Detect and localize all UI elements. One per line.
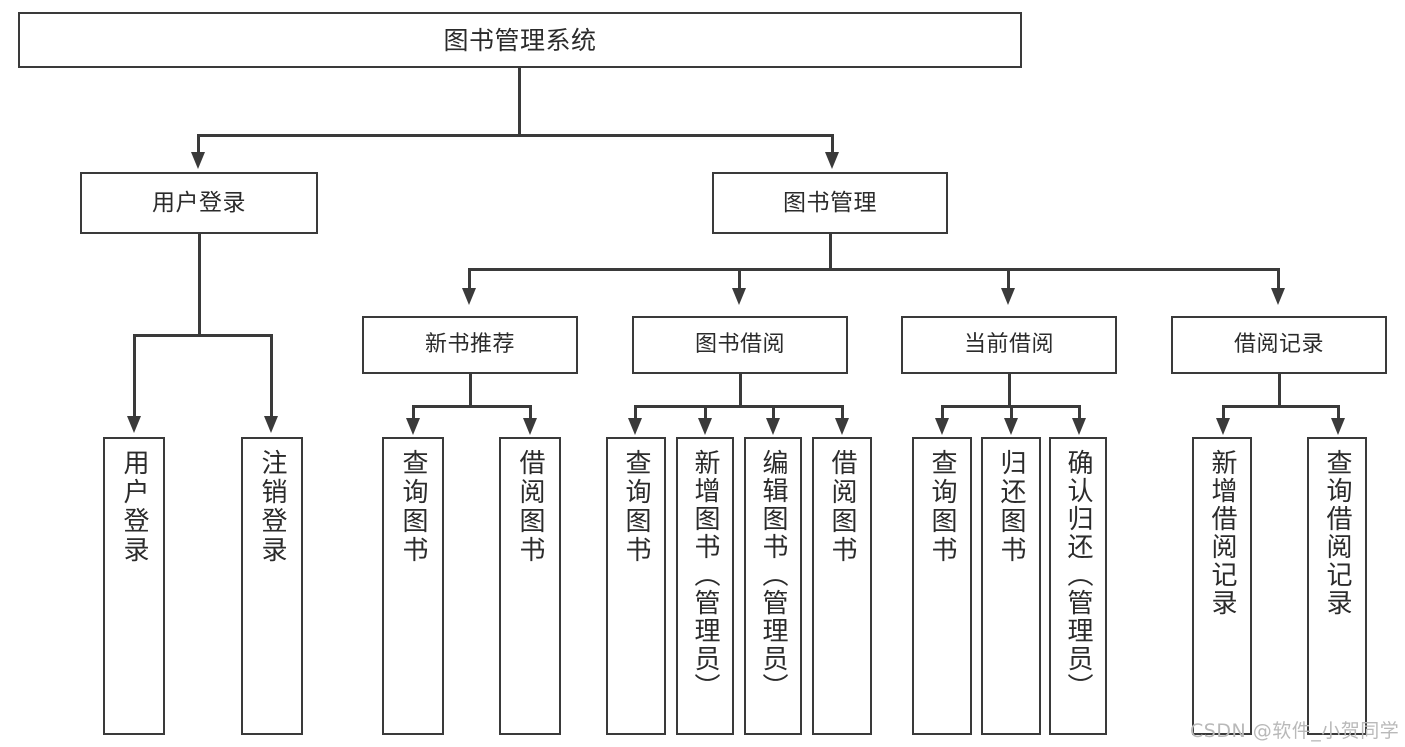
connector-cb-drop-2	[1010, 405, 1013, 419]
node-label: 查询图书	[621, 449, 651, 565]
arrow-to-leaf-return-book	[1004, 418, 1018, 435]
connector-bm-drop-4	[1277, 268, 1280, 290]
connector-cb-drop-3	[1078, 405, 1081, 419]
arrow-to-borrow-record	[1271, 288, 1285, 305]
arrow-to-new-book-recommend	[462, 288, 476, 305]
node-label: 图书借阅	[694, 332, 785, 358]
node-borrow-record[interactable]: 借阅记录	[1171, 316, 1387, 374]
node-label: 新增图书（管理员）	[690, 449, 720, 701]
node-label: 当前借阅	[963, 332, 1054, 358]
connector-book-management-bus	[468, 268, 1280, 271]
node-label: 用户登录	[152, 189, 246, 216]
arrow-to-book-management	[825, 152, 839, 169]
leaf-query-borrow-record[interactable]: 查询借阅记录	[1307, 437, 1367, 735]
arrow-to-leaf-user-login	[127, 416, 141, 433]
connector-user-login-stem	[198, 234, 201, 336]
connector-root-drop-1	[197, 134, 200, 154]
node-label: 借阅图书	[827, 449, 857, 565]
arrow-to-leaf-query-book-1	[406, 418, 420, 435]
node-label: 图书管理	[783, 189, 877, 216]
arrow-to-leaf-add-book	[698, 418, 712, 435]
connector-bm-drop-1	[468, 268, 471, 290]
node-label: 归还图书	[996, 449, 1026, 565]
arrow-to-book-borrow	[732, 288, 746, 305]
arrow-to-leaf-logout	[264, 416, 278, 433]
connector-br-bus	[1222, 405, 1340, 408]
arrow-to-leaf-borrow-book-2	[835, 418, 849, 435]
node-label: 编辑图书（管理员）	[758, 449, 788, 701]
arrow-to-current-borrow	[1001, 288, 1015, 305]
leaf-add-borrow-record[interactable]: 新增借阅记录	[1192, 437, 1252, 735]
connector-nbr-stem	[469, 374, 472, 408]
arrow-to-leaf-confirm-return	[1072, 418, 1086, 435]
leaf-edit-book-admin[interactable]: 编辑图书（管理员）	[744, 437, 802, 735]
leaf-return-book[interactable]: 归还图书	[981, 437, 1041, 735]
connector-user-login-drop-1	[133, 334, 136, 418]
arrow-to-leaf-query-borrow-record	[1331, 418, 1345, 435]
node-label: 图书管理系统	[443, 25, 597, 55]
connector-bb-stem	[739, 374, 742, 408]
node-new-book-recommend[interactable]: 新书推荐	[362, 316, 578, 374]
connector-bb-drop-1	[634, 405, 637, 419]
connector-root-drop-2	[831, 134, 834, 154]
node-label: 查询图书	[927, 449, 957, 565]
arrow-to-user-login	[191, 152, 205, 169]
connector-cb-drop-1	[941, 405, 944, 419]
leaf-query-book-3[interactable]: 查询图书	[912, 437, 972, 735]
node-book-management[interactable]: 图书管理	[712, 172, 948, 234]
connector-br-drop-1	[1222, 405, 1225, 419]
leaf-logout[interactable]: 注销登录	[241, 437, 303, 735]
connector-bb-bus	[634, 405, 844, 408]
node-label: 确认归还（管理员）	[1063, 449, 1093, 701]
connector-root-bus	[197, 134, 834, 137]
arrow-to-leaf-query-book-2	[628, 418, 642, 435]
node-user-login[interactable]: 用户登录	[80, 172, 318, 234]
node-root-book-management-system[interactable]: 图书管理系统	[18, 12, 1022, 68]
node-label: 新增借阅记录	[1207, 449, 1237, 617]
node-label: 借阅记录	[1233, 332, 1324, 358]
leaf-query-book-1[interactable]: 查询图书	[382, 437, 444, 735]
connector-nbr-drop-2	[529, 405, 532, 419]
leaf-query-book-2[interactable]: 查询图书	[606, 437, 666, 735]
arrow-to-leaf-add-borrow-record	[1216, 418, 1230, 435]
arrow-to-leaf-query-book-3	[935, 418, 949, 435]
node-label: 用户登录	[119, 449, 149, 565]
connector-br-drop-2	[1337, 405, 1340, 419]
connector-nbr-drop-1	[412, 405, 415, 419]
node-label: 查询借阅记录	[1322, 449, 1352, 617]
connector-bb-drop-4	[841, 405, 844, 419]
connector-bm-drop-3	[1007, 268, 1010, 290]
leaf-borrow-book-1[interactable]: 借阅图书	[499, 437, 561, 735]
connector-book-management-stem	[829, 234, 832, 271]
node-book-borrow[interactable]: 图书借阅	[632, 316, 848, 374]
connector-user-login-drop-2	[270, 334, 273, 418]
node-label: 注销登录	[257, 449, 287, 565]
connector-cb-stem	[1008, 374, 1011, 408]
node-label: 查询图书	[398, 449, 428, 565]
arrow-to-leaf-edit-book	[766, 418, 780, 435]
leaf-borrow-book-2[interactable]: 借阅图书	[812, 437, 872, 735]
connector-nbr-bus	[412, 405, 532, 408]
connector-bm-drop-2	[738, 268, 741, 290]
connector-bb-drop-3	[772, 405, 775, 419]
node-label: 借阅图书	[515, 449, 545, 565]
connector-br-stem	[1278, 374, 1281, 408]
leaf-confirm-return-admin[interactable]: 确认归还（管理员）	[1049, 437, 1107, 735]
leaf-user-login[interactable]: 用户登录	[103, 437, 165, 735]
node-current-borrow[interactable]: 当前借阅	[901, 316, 1117, 374]
connector-bb-drop-2	[704, 405, 707, 419]
arrow-to-leaf-borrow-book-1	[523, 418, 537, 435]
node-label: 新书推荐	[424, 332, 515, 358]
leaf-add-book-admin[interactable]: 新增图书（管理员）	[676, 437, 734, 735]
connector-root-stem	[518, 68, 521, 136]
connector-user-login-bus	[133, 334, 272, 337]
